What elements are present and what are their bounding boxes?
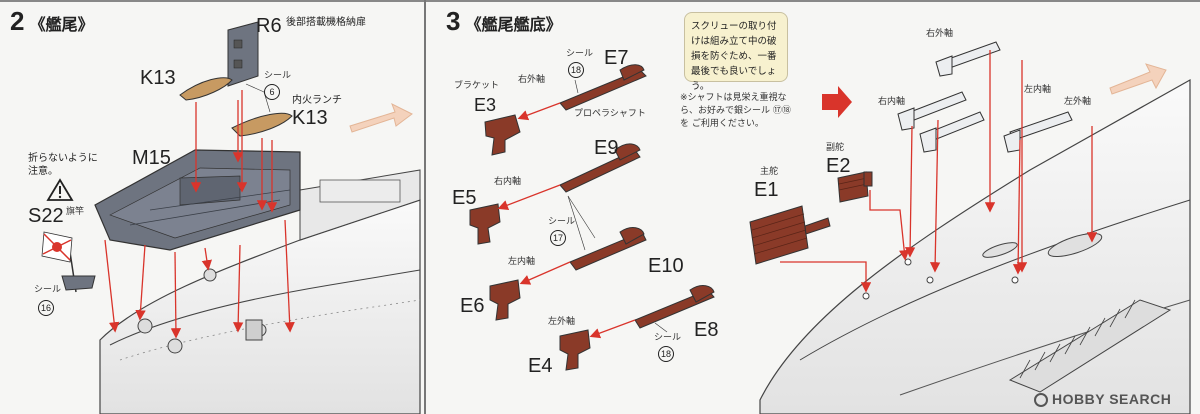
label-k13-b: K13 [292, 107, 328, 129]
part-e6-bracket [489, 279, 521, 321]
shaft-side-note: ※シャフトは見栄え重視なら、お好みで銀シール ⑰⑱ を ご利用ください。 [680, 93, 791, 129]
label-e9: E9 [594, 137, 619, 159]
label-m15: M15 [132, 147, 171, 169]
part-s22-flag [41, 231, 96, 293]
seal-6: 6 [264, 82, 280, 100]
label-r-outer: 右外軸 [926, 29, 954, 39]
label-e3: E3 [474, 95, 497, 115]
label-l-outer: 左外軸 [1064, 97, 1092, 107]
part-e2-rudder [837, 171, 873, 203]
seal-18a: 18 [568, 60, 584, 78]
watermark: HOBBY SEARCH [1034, 392, 1171, 407]
caption-k13: 内火ランチ [292, 95, 342, 106]
part-e4-bracket [559, 329, 591, 371]
label-e10: E10 [648, 255, 684, 277]
caption-r6: 後部搭載機格納扉 [286, 17, 366, 28]
label-port-outer: 左外軸 [548, 317, 576, 327]
seal-18b: 18 [658, 344, 674, 362]
label-bracket: ブラケット [454, 81, 500, 91]
seal-18a-prefix: シール [566, 49, 594, 59]
seal-16: 16 [38, 298, 54, 316]
seal-16-number: 16 [38, 300, 54, 316]
part-e5-bracket [469, 203, 501, 245]
seal-17-number: 17 [550, 230, 566, 246]
gray-shaft-assemblies [897, 41, 1073, 153]
step3-heading: 3 《艦尾艦底》 [446, 8, 562, 34]
seal-6-prefix: シール [264, 71, 292, 81]
part-e8-shaft [634, 285, 715, 329]
label-s22: S22 [28, 205, 64, 227]
label-prop-shaft: プロペラシャフト [574, 109, 646, 119]
part-m15 [94, 149, 301, 251]
direction-arrow [349, 102, 413, 133]
seal-18b-prefix: シール [654, 333, 682, 343]
label-e5: E5 [452, 187, 477, 209]
warning-text: 折らないように 注意。 [28, 153, 98, 177]
label-l-inner: 左内軸 [1024, 85, 1052, 95]
part-e1-rudder [749, 205, 831, 265]
watermark-text: HOBBY SEARCH [1052, 391, 1172, 407]
stern-hull-step3 [759, 78, 1191, 414]
seal-18a-number: 18 [568, 62, 584, 78]
label-e8: E8 [694, 319, 719, 341]
label-k13-a: K13 [140, 67, 176, 89]
label-e6: E6 [460, 295, 485, 317]
assembly-arrows-step2 [104, 90, 295, 339]
seal-16-prefix: シール [34, 285, 62, 295]
label-e4: E4 [528, 355, 553, 377]
part-r6 [227, 21, 259, 87]
step3-title: 《艦尾艦底》 [465, 15, 562, 34]
assembly-note: スクリューの取り付けは組み立て中の破損を防ぐため、一番最後でも良いでしょう。 [684, 12, 788, 92]
label-r6: R6 [256, 15, 282, 37]
process-arrow [822, 86, 852, 118]
label-starboard-inner: 右内軸 [494, 177, 522, 187]
assembly-arrows-step3 [497, 50, 1098, 339]
step2-number: 2 [10, 6, 25, 36]
top-border [0, 0, 1200, 2]
seal-17: 17 [550, 228, 566, 246]
label-aux-rudder: 副舵 [826, 143, 845, 153]
seal-6-number: 6 [264, 84, 280, 100]
label-r-inner: 右内軸 [878, 97, 906, 107]
direction-arrow-2 [1109, 63, 1167, 95]
label-e7: E7 [604, 47, 629, 69]
warning-icon [46, 178, 74, 201]
step3-number: 3 [446, 6, 461, 36]
stern-hull-step2 [99, 169, 421, 414]
label-main-rudder: 主舵 [760, 167, 779, 177]
label-e1: E1 [754, 179, 779, 201]
step2-heading: 2 《艦尾》 [10, 8, 94, 34]
part-e9-shaft [559, 143, 641, 193]
label-port-inner: 左内軸 [508, 257, 536, 267]
label-starboard-outer: 右外軸 [518, 75, 546, 85]
part-e3-bracket [484, 114, 521, 156]
part-e7-shaft [559, 64, 647, 111]
step2-title: 《艦尾》 [29, 15, 94, 34]
part-k13-boats [179, 77, 293, 137]
seal-18b-number: 18 [658, 346, 674, 362]
label-e2: E2 [826, 155, 851, 177]
seal-17-prefix: シール [548, 217, 576, 227]
watermark-icon [1034, 393, 1048, 407]
part-e10-shaft [569, 227, 647, 271]
caption-s22: 旗竿 [66, 207, 85, 217]
step-divider [424, 0, 426, 414]
